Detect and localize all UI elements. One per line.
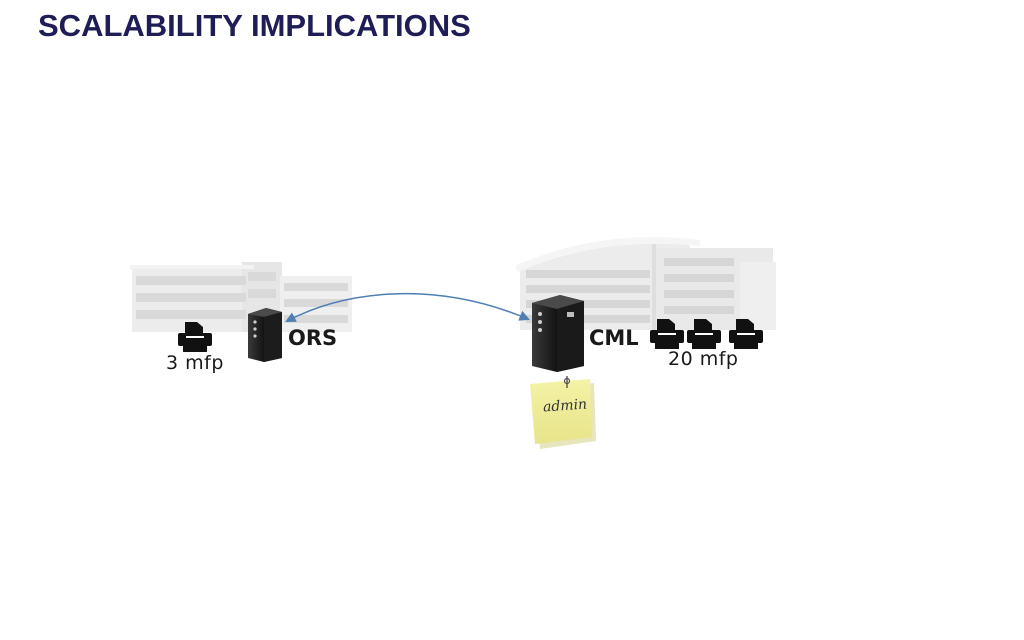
office-building-icon: [130, 262, 352, 332]
sticky-note-icon: [530, 379, 596, 449]
printer-icon: [178, 322, 212, 352]
server-label-cml: CML: [589, 326, 639, 350]
printer-icon: [687, 319, 721, 349]
server-label-ors: ORS: [288, 326, 338, 350]
tower-server-icon: [532, 295, 584, 372]
pushpin-icon: [563, 376, 571, 388]
printer-count-label-right: 20 mfp: [668, 348, 739, 370]
slide-title: SCALABILITY IMPLICATIONS: [38, 8, 471, 43]
tower-server-icon: [248, 308, 282, 362]
printer-icon: [729, 319, 763, 349]
printer-icon: [650, 319, 684, 349]
sticky-note-text: admin: [542, 396, 588, 416]
connection-arrow: [285, 292, 530, 322]
printer-count-label-left: 3 mfp: [166, 352, 224, 374]
